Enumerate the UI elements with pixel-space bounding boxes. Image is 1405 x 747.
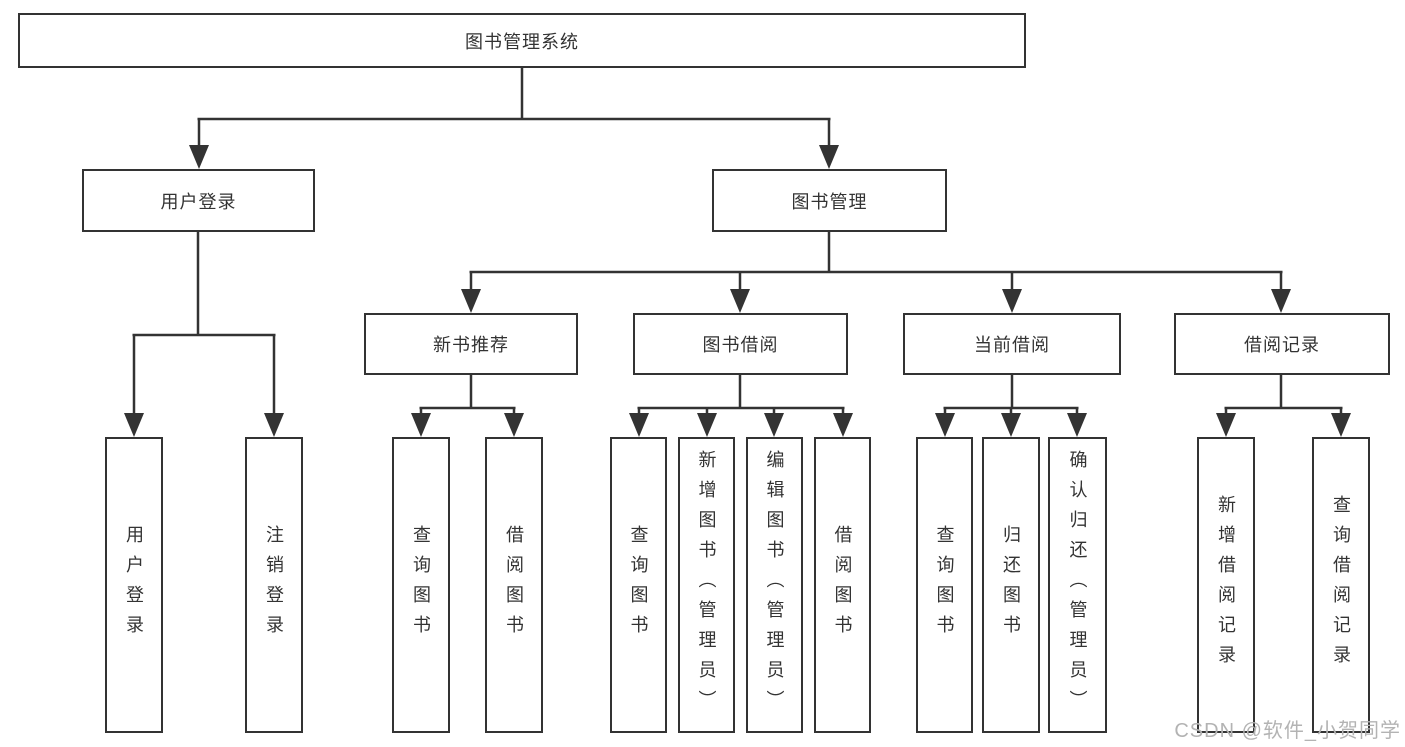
leaf-bb-add-books-admin-label: 新增图书（管理员） [696, 450, 717, 720]
node-book-borrowing-label: 图书借阅 [702, 335, 779, 355]
leaf-cb-confirm-return-admin-label: 确认归还（管理员） [1067, 450, 1088, 720]
node-current-borrowing-label: 当前借阅 [974, 335, 1050, 355]
node-new-book-recommend: 新书推荐 [364, 313, 578, 375]
leaf-bb-borrow-books-label: 借阅图书 [832, 525, 853, 645]
leaf-cb-query-books: 查询图书 [916, 437, 973, 733]
leaf-logout: 注销登录 [245, 437, 303, 733]
leaf-bb-edit-books-admin: 编辑图书（管理员） [746, 437, 803, 733]
leaf-bb-add-books-admin: 新增图书（管理员） [678, 437, 735, 733]
leaf-nb-borrow-books-label: 借阅图书 [504, 525, 524, 645]
node-book-borrowing: 图书借阅 [633, 313, 848, 375]
leaf-br-query-record-label: 查询借阅记录 [1331, 495, 1351, 675]
leaf-cb-return-books: 归还图书 [982, 437, 1040, 733]
leaf-cb-confirm-return-admin: 确认归还（管理员） [1048, 437, 1107, 733]
leaf-br-add-record: 新增借阅记录 [1197, 437, 1255, 733]
leaf-nb-query-books-label: 查询图书 [411, 525, 431, 645]
leaf-bb-edit-books-admin-label: 编辑图书（管理员） [764, 450, 785, 720]
leaf-cb-return-books-label: 归还图书 [1001, 525, 1021, 645]
leaf-bb-query-books-label: 查询图书 [628, 525, 649, 645]
leaf-user-login-label: 用户登录 [124, 525, 144, 645]
node-book-management: 图书管理 [712, 169, 947, 232]
leaf-br-query-record: 查询借阅记录 [1312, 437, 1370, 733]
leaf-bb-query-books: 查询图书 [610, 437, 667, 733]
leaf-user-login: 用户登录 [105, 437, 163, 733]
node-user-login-label: 用户登录 [160, 191, 237, 212]
leaf-cb-query-books-label: 查询图书 [934, 525, 955, 645]
node-library-system: 图书管理系统 [18, 13, 1026, 68]
csdn-watermark: CSDN @软件_小贺同学 [1174, 720, 1401, 742]
node-book-management-label: 图书管理 [791, 191, 868, 212]
leaf-bb-borrow-books: 借阅图书 [814, 437, 871, 733]
leaf-br-add-record-label: 新增借阅记录 [1216, 495, 1236, 675]
leaf-logout-label: 注销登录 [264, 525, 284, 645]
leaf-nb-query-books: 查询图书 [392, 437, 450, 733]
node-user-login: 用户登录 [82, 169, 315, 232]
node-new-book-recommend-label: 新书推荐 [433, 335, 509, 355]
node-borrowing-records-label: 借阅记录 [1244, 335, 1320, 355]
node-current-borrowing: 当前借阅 [903, 313, 1121, 375]
node-library-system-label: 图书管理系统 [465, 31, 579, 52]
node-borrowing-records: 借阅记录 [1174, 313, 1390, 375]
leaf-nb-borrow-books: 借阅图书 [485, 437, 543, 733]
